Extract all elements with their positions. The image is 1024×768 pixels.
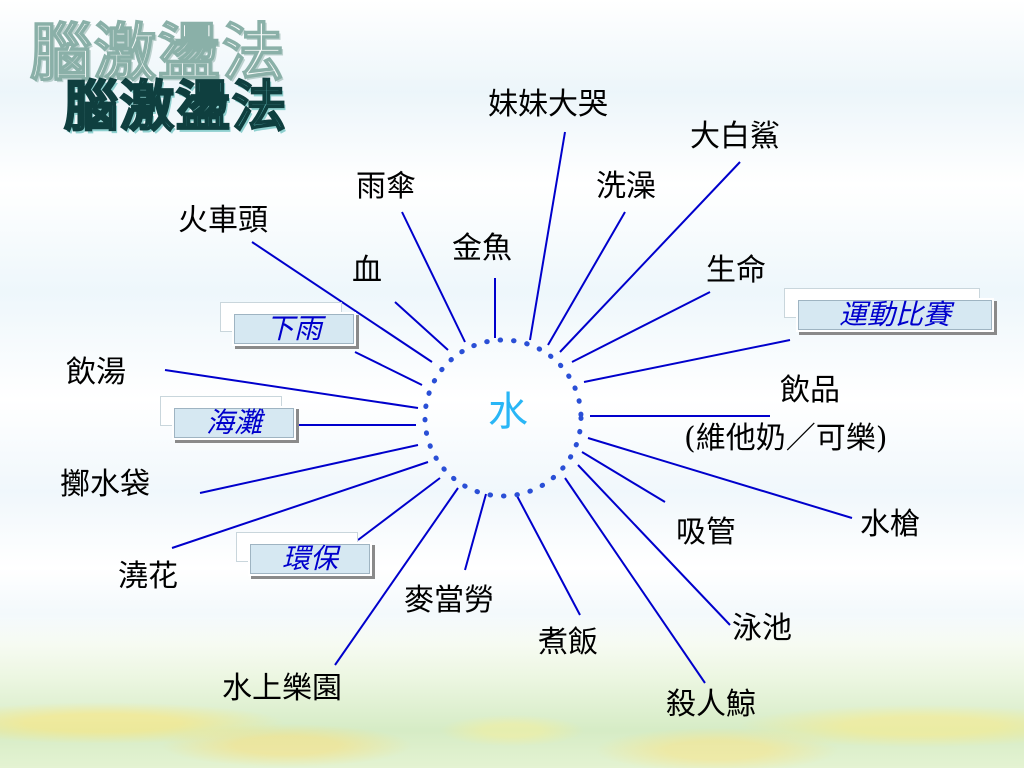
spoke-train: [251, 241, 433, 363]
center-ring: [422, 337, 584, 499]
spoke-blood: [394, 301, 449, 351]
spoke-life: [571, 291, 711, 363]
word-train: 火車頭: [178, 203, 268, 238]
category-box-sports: 運動比賽: [784, 288, 994, 332]
spoke-sports: [583, 339, 791, 383]
spoke-soup: [164, 369, 419, 409]
spoke-sister-cry: [529, 131, 566, 341]
title-shadow: 腦激盪法: [29, 16, 287, 89]
word-killer-whale: 殺人鯨: [666, 687, 756, 722]
word-mcdonalds: 麥當勞: [404, 583, 494, 618]
word-shark: 大白鯊: [690, 119, 780, 154]
spoke-pool: [577, 464, 731, 626]
word-life: 生命: [706, 253, 766, 288]
word-drink-line2: (維他奶／可樂): [684, 421, 888, 456]
category-label-sports: 運動比賽: [838, 298, 951, 331]
word-soup: 飲湯: [66, 355, 126, 390]
spoke-mcdonalds: [464, 493, 487, 571]
spoke-umbrella: [401, 211, 466, 343]
meadow-decoration: [0, 618, 1024, 768]
word-water-bomb: 擲水袋: [60, 467, 150, 502]
page-title: 腦激盪法: [63, 75, 288, 138]
word-pool: 泳池: [732, 611, 792, 646]
spoke-environment: [357, 477, 441, 541]
category-box-rain: 下雨: [220, 302, 356, 346]
category-box-beach: 海灘: [160, 396, 296, 440]
spoke-watering: [171, 461, 429, 549]
category-label-environment: 環保: [281, 542, 338, 575]
word-straw: 吸管: [676, 515, 736, 550]
spoke-cooking: [515, 493, 581, 616]
word-water-gun: 水槍: [860, 507, 920, 542]
spoke-shark: [559, 161, 741, 353]
category-label-beach: 海灘: [205, 406, 262, 439]
word-blood: 血: [352, 253, 382, 288]
word-water-park: 水上樂園: [222, 671, 342, 706]
spoke-straw: [581, 451, 666, 503]
word-bath: 洗澡: [596, 169, 656, 204]
word-watering: 澆花: [118, 559, 178, 594]
spoke-killer-whale: [564, 477, 706, 684]
spoke-water-park: [334, 487, 459, 666]
spoke-water-gun: [587, 437, 853, 519]
word-goldfish: 金魚: [452, 231, 512, 266]
word-drink-line1: 飲品: [780, 373, 840, 408]
center-topic: 水: [488, 389, 528, 435]
spoke-bath: [547, 211, 626, 346]
word-cooking: 煮飯: [538, 625, 598, 660]
spoke-rain: [354, 351, 423, 386]
word-umbrella: 雨傘: [356, 169, 416, 204]
spoke-water-bomb: [199, 444, 419, 494]
category-label-rain: 下雨: [265, 312, 322, 345]
word-sister-cry: 妹妹大哭: [488, 87, 608, 122]
category-box-environment: 環保: [236, 532, 372, 576]
